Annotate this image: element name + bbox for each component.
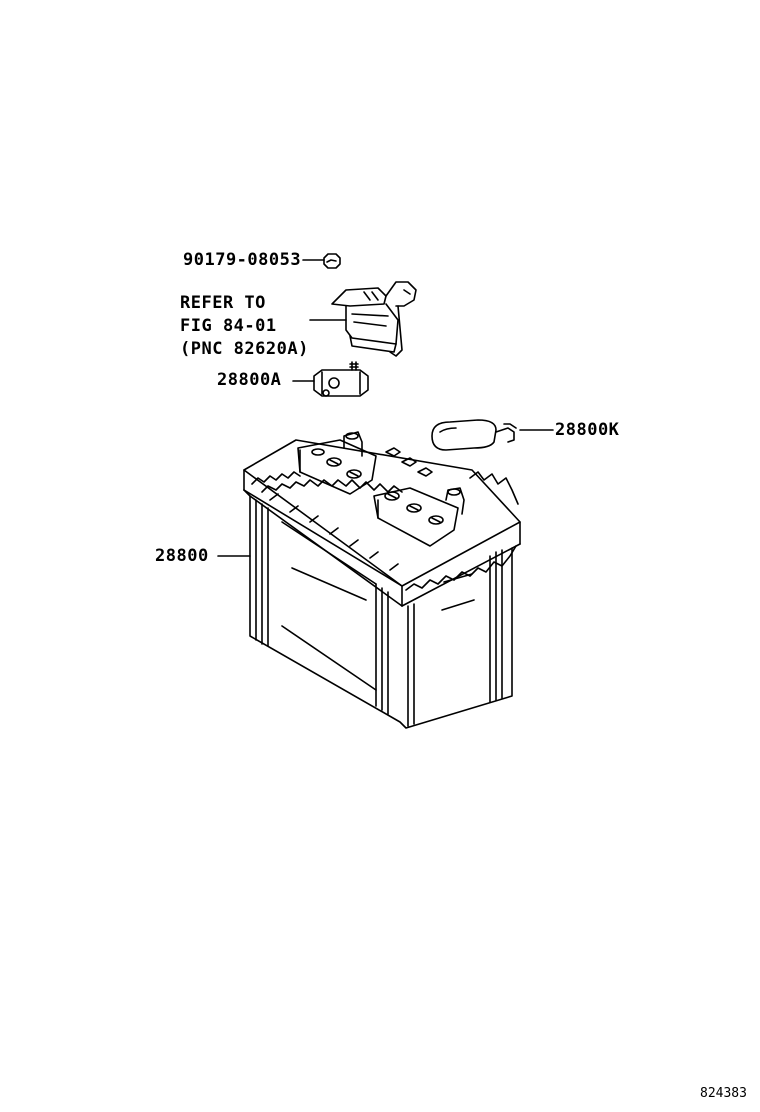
label-28800K: 28800K (555, 420, 620, 440)
label-refer-line2: FIG 84-01 (180, 316, 277, 336)
label-28800A: 28800A (217, 370, 282, 390)
nut-part-icon (323, 253, 341, 269)
leader-lines (217, 259, 554, 557)
battery-icon (243, 431, 521, 729)
terminal-bracket-icon (331, 281, 417, 357)
label-refer-line3: (PNC 82620A) (180, 339, 309, 359)
label-90179-08053: 90179-08053 (183, 250, 302, 270)
label-refer-line1: REFER TO (180, 293, 266, 313)
terminal-cover-icon (431, 419, 517, 451)
label-28800: 28800 (155, 546, 209, 566)
terminal-clamp-icon (313, 361, 369, 397)
figure-number: 824383 (700, 1086, 747, 1101)
